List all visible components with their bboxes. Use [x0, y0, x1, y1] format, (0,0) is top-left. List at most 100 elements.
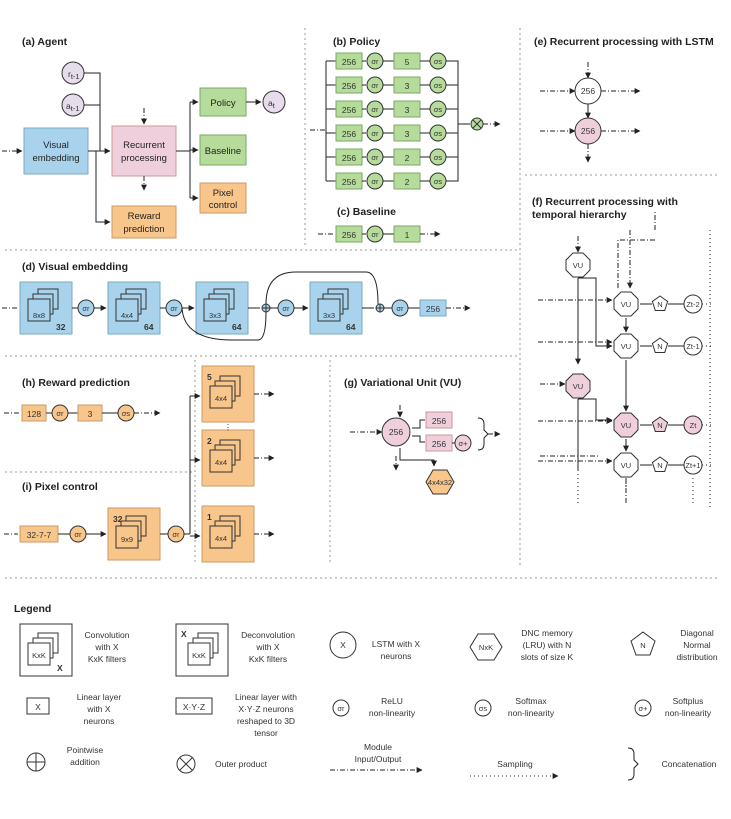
vu-softplus	[454, 434, 472, 452]
svg-text:Module: Module	[364, 742, 392, 752]
svg-text:σr: σr	[74, 530, 82, 539]
visual-conv-kernel-2: 3x3	[209, 311, 221, 320]
legend: KxK X Convolution with X KxK filters X K…	[19, 623, 718, 781]
hier-vu-top-0-label: VU	[573, 261, 583, 270]
svg-text:(LRU) with N: (LRU) with N	[523, 640, 572, 650]
hier-z-tm2-label: Zt-2	[686, 300, 699, 309]
policy-softmax-label-4: σs	[434, 153, 443, 162]
hier-vu-t	[613, 412, 639, 438]
svg-text:Linear layer: Linear layer	[77, 692, 122, 702]
visual-conv-kernel-3: 3x3	[323, 311, 335, 320]
policy-softmax-label-3: σs	[434, 129, 443, 138]
svg-text:256: 256	[581, 86, 595, 96]
svg-text:KxK filters: KxK filters	[249, 654, 287, 664]
policy-out-label-5: 2	[405, 177, 410, 187]
hier-vu-tp1	[613, 452, 639, 478]
legend-normal-icon	[630, 631, 656, 656]
policy-softmax-label-5: σs	[434, 177, 443, 186]
policy-relu-label-3: σr	[371, 129, 379, 138]
visual-conv-kernel-0: 8x8	[33, 311, 45, 320]
hier-pentagon-tp1	[651, 456, 669, 472]
svg-text:processing: processing	[121, 153, 167, 164]
svg-text:Pixel: Pixel	[213, 188, 234, 199]
svg-text:with X: with X	[86, 704, 110, 714]
svg-text:non-linearity: non-linearity	[369, 708, 416, 718]
svg-text:σs: σs	[479, 704, 488, 713]
policy-units-1: 256	[342, 81, 356, 91]
svg-text:X: X	[181, 629, 187, 639]
svg-text:reshaped to 3D: reshaped to 3D	[237, 716, 295, 726]
section-title-agent: (a) Agent	[22, 36, 68, 48]
svg-text:non-linearity: non-linearity	[665, 708, 712, 718]
pixel-mid-filters: 32	[113, 514, 123, 524]
policy-relu-label-5: σr	[371, 177, 379, 186]
agent-module: rt-1 at-1 Visual embedding Recurrent pro…	[2, 61, 286, 239]
svg-text:X: X	[35, 702, 41, 712]
lstm-cell-bottom	[574, 117, 602, 145]
policy-out-label-0: 5	[405, 57, 410, 67]
svg-text:128: 128	[27, 409, 41, 419]
svg-text:X: X	[57, 663, 63, 673]
svg-text:Pointwise: Pointwise	[67, 745, 104, 755]
lstm-module	[540, 62, 641, 163]
section-title-hierarchy-l1: (f) Recurrent processing with	[532, 196, 678, 208]
legend-concat-icon	[627, 747, 639, 781]
svg-text:slots of size K: slots of size K	[521, 652, 574, 662]
svg-text:256: 256	[342, 230, 356, 240]
svg-text:Concatenation: Concatenation	[662, 759, 717, 769]
hier-z-t-label: Zt	[690, 421, 698, 430]
policy-softmax-label-2: σs	[434, 105, 443, 114]
visual-conv-kernel-1: 4x4	[121, 311, 133, 320]
svg-text:Outer product: Outer product	[215, 759, 268, 769]
pixel-deconv-kernel-0: 4x4	[215, 394, 227, 403]
visual-conv-filters-0: 32	[56, 322, 66, 332]
svg-text:256: 256	[389, 427, 403, 437]
hier-vu-tm1	[613, 333, 639, 359]
svg-text:NxK: NxK	[479, 643, 493, 652]
visual-relu-3-label: σr	[396, 304, 404, 313]
policy-relu-label-1: σr	[371, 81, 379, 90]
visual-linear-label: 256	[426, 304, 440, 314]
hier-vu-top-0	[565, 252, 591, 278]
legend-softplus-icon	[634, 699, 652, 717]
svg-text:256: 256	[432, 439, 446, 449]
hier-pentagon-t	[651, 416, 669, 432]
hier-vu-tm2-label: VU	[621, 300, 631, 309]
svg-text:neurons: neurons	[84, 716, 115, 726]
vu-linear-mean	[425, 411, 453, 429]
reward-module: 128 σr 3 σs	[4, 404, 161, 422]
svg-text:σs: σs	[122, 409, 131, 418]
visual-relu-2-label: σr	[282, 304, 290, 313]
svg-text:4x4x32: 4x4x32	[428, 478, 452, 487]
hier-vu-tm2	[613, 291, 639, 317]
variational-module: 256 256 256 σ+ 4x4x32	[350, 405, 501, 495]
policy-out-label-2: 3	[405, 105, 410, 115]
pixel-control-box	[199, 182, 247, 214]
svg-text:at-1: at-1	[66, 101, 80, 113]
section-title-baseline: (c) Baseline	[337, 206, 396, 218]
pixel-dots: ⋮	[224, 422, 233, 432]
policy-out-label-3: 3	[405, 129, 410, 139]
policy-softmax-label-0: σs	[434, 57, 443, 66]
svg-text:with X: with X	[255, 642, 279, 652]
svg-text:Normal: Normal	[683, 640, 711, 650]
svg-text:Sampling: Sampling	[497, 759, 533, 769]
svg-text:σ+: σ+	[458, 439, 468, 448]
pixel-deconv-filters-1: 2	[207, 436, 212, 446]
svg-text:X·Y·Z: X·Y·Z	[183, 702, 205, 712]
svg-text:256: 256	[432, 416, 446, 426]
legend-softmax-icon	[474, 699, 492, 717]
lstm-cell-top	[574, 77, 602, 105]
pixel-linear-label: 32-7-7	[27, 530, 52, 540]
hier-pentagon-tm1	[651, 337, 669, 353]
svg-text:Baseline: Baseline	[205, 146, 241, 157]
hier-pentagon-tm2	[651, 295, 669, 311]
legend-linear3d-icon	[175, 697, 213, 715]
vu-dnc-memory	[425, 469, 455, 495]
hier-z-tm1-label: Zt-1	[686, 342, 699, 351]
